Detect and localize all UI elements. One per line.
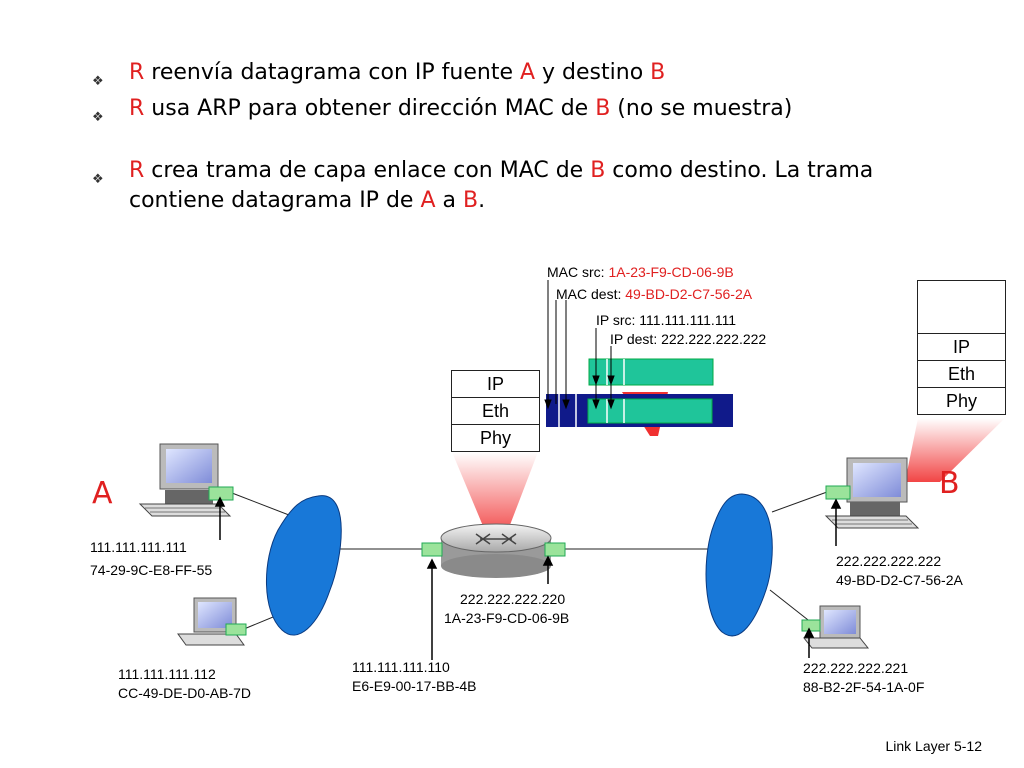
router-right-nic: [545, 543, 565, 556]
host-b2-mac: 88-B2-2F-54-1A-0F: [803, 679, 924, 695]
lan-left-cloud: [266, 496, 341, 635]
router-protocol-stack: IP Eth Phy: [451, 370, 540, 452]
router-stack-ip: IP: [452, 371, 539, 397]
host-a2-computer-icon: [178, 598, 244, 645]
router-left-ip: 111.111.111.110: [352, 659, 450, 675]
host-a2-nic: [226, 624, 246, 635]
router-left-nic: [422, 543, 442, 556]
host-b-letter: B: [939, 466, 960, 501]
host-b-stack-phy: Phy: [918, 387, 1005, 414]
mac-src-value: 1A-23-F9-CD-06-9B: [608, 264, 733, 280]
router-icon: [441, 524, 551, 578]
host-b-stack-eth: Eth: [918, 360, 1005, 387]
host-b2-ip: 222.222.222.221: [803, 660, 908, 676]
host-a-ip: 111.111.111.111: [90, 539, 187, 555]
mac-src-caption: MAC src:: [547, 264, 608, 280]
router-right-ip: 222.222.222.220: [460, 591, 565, 607]
host-b-stack-empty: [918, 281, 1005, 333]
host-b-ip: 222.222.222.222: [836, 553, 941, 569]
host-b2-nic: [802, 620, 820, 631]
host-a2-ip: 111.111.111.112: [118, 666, 216, 682]
host-a2-mac: CC-49-DE-D0-AB-7D: [118, 685, 251, 701]
ip-dest-label: IP dest: 222.222.222.222: [610, 331, 766, 347]
host-b-mac: 49-BD-D2-C7-56-2A: [836, 572, 963, 588]
mac-dest-value: 49-BD-D2-C7-56-2A: [625, 286, 752, 302]
footer-slide-number: Link Layer 5-12: [885, 738, 982, 754]
router-left-mac: E6-E9-00-17-BB-4B: [352, 678, 477, 694]
host-a-letter: A: [92, 476, 113, 511]
host-a-nic: [209, 487, 233, 500]
mac-dest-caption: MAC dest:: [556, 286, 625, 302]
host-b-stack-ip: IP: [918, 333, 1005, 360]
host-a-mac: 74-29-9C-E8-FF-55: [90, 562, 212, 578]
host-b-nic: [826, 486, 850, 499]
host-b-protocol-stack: IP Eth Phy: [917, 280, 1006, 415]
mac-dest-label: MAC dest: 49-BD-D2-C7-56-2A: [556, 286, 752, 302]
router-stack-phy: Phy: [452, 424, 539, 451]
router-right-mac: 1A-23-F9-CD-06-9B: [444, 610, 569, 626]
mac-src-label: MAC src: 1A-23-F9-CD-06-9B: [547, 264, 734, 280]
lan-right-cloud: [706, 494, 772, 636]
router-stack-eth: Eth: [452, 397, 539, 424]
ip-src-label: IP src: 111.111.111.111: [596, 312, 736, 328]
